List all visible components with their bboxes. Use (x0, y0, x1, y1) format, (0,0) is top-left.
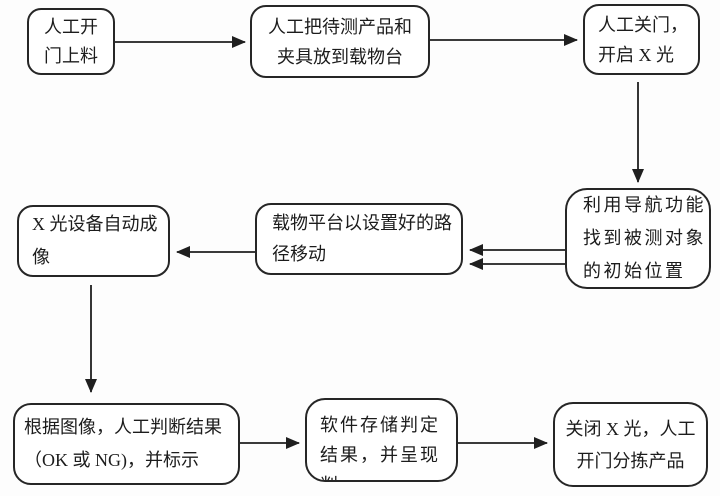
node-xray-auto-imaging: X 光设备自动成 像 (17, 205, 170, 277)
node-place-product-on-stage: 人工把待测产品和 夹具放到载物台 (250, 5, 430, 78)
node-software-store-result: 软件存储判定 结果，并呈现判 定结果图 (305, 398, 458, 482)
node-navigate-initial-position: 利用导航功能 找到被测对象 的初始位置 (565, 188, 711, 289)
node-close-xray-sort-product: 关闭 X 光，人工 开门分拣产品 (553, 402, 708, 487)
node-navigate-initial-position-label: 利用导航功能 找到被测对象 的初始位置 (583, 195, 706, 281)
node-place-product-on-stage-label: 人工把待测产品和 夹具放到载物台 (268, 16, 412, 67)
node-manual-load: 人工开 门上料 (27, 8, 115, 75)
node-close-xray-sort-product-label: 关闭 X 光，人工 开门分拣产品 (565, 418, 696, 471)
node-close-door-start-xray: 人工关门， 开启 X 光 (583, 4, 700, 75)
node-manual-judge-result: 根据图像，人工判断结果 （OK 或 NG)，并标示 (13, 403, 240, 485)
node-xray-auto-imaging-label: X 光设备自动成 像 (32, 214, 158, 267)
node-close-door-start-xray-label: 人工关门， 开启 X 光 (598, 14, 688, 65)
node-platform-path-move: 载物平台以设置好的路 径移动 (255, 203, 463, 275)
node-platform-path-move-label: 载物平台以设置好的路 径移动 (272, 213, 452, 264)
node-manual-judge-result-label: 根据图像，人工判断结果 （OK 或 NG)，并标示 (24, 417, 222, 470)
node-software-store-result-label: 软件存储判定 结果，并呈现判 定结果图 (320, 415, 440, 480)
node-manual-load-label: 人工开 门上料 (44, 16, 98, 66)
